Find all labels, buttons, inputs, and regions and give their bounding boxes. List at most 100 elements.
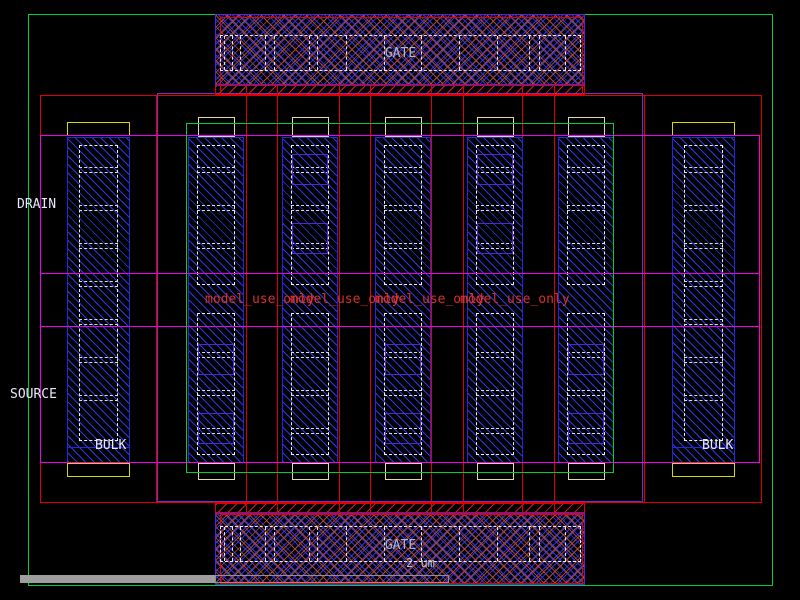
contact-row-line (197, 390, 235, 391)
contact-row-line (79, 248, 118, 249)
implant-bracket-bottom (67, 463, 130, 477)
pad-contact-divider (232, 527, 233, 561)
contact-row-line (476, 433, 514, 434)
via-rect (385, 344, 421, 375)
metal-finger-bar (672, 137, 735, 463)
contact-row-line (567, 357, 605, 358)
pad-contact-divider (539, 527, 540, 561)
pad-contact-divider (384, 527, 385, 561)
pad-contact-divider (529, 36, 530, 70)
poly-gate-finger-line (554, 85, 555, 513)
ruler-scale-label: 2 um (406, 556, 435, 570)
contact-row-line (684, 357, 723, 358)
contact-array-upper (476, 145, 514, 285)
pad-contact-divider (346, 527, 347, 561)
contact-row-line (384, 167, 422, 168)
contact-row-line (476, 352, 514, 353)
contact-row-line (684, 210, 723, 211)
contact-row-line (476, 210, 514, 211)
pad-contact-divider (497, 527, 498, 561)
contact-row-line (476, 172, 514, 173)
well-bracket-top (477, 117, 514, 137)
contact-row-line (79, 243, 118, 244)
contact-row-line (197, 210, 235, 211)
pad-contact-divider (421, 36, 422, 70)
gate-pad-top: GATE (215, 14, 585, 96)
contact-row-line (684, 248, 723, 249)
pad-contact-divider (459, 36, 460, 70)
contact-row-line (197, 248, 235, 249)
contact-row-line (197, 167, 235, 168)
contact-row-line (197, 395, 235, 396)
contact-row-line (291, 428, 329, 429)
pad-contact-divider (317, 36, 318, 70)
well-bracket-top (292, 117, 329, 137)
poly-gate-finger-line (339, 85, 340, 513)
contact-row-line (476, 357, 514, 358)
well-bracket-top (385, 117, 422, 137)
contact-row-line (79, 167, 118, 168)
contact-row-line (384, 390, 422, 391)
contact-row-line (197, 352, 235, 353)
contact-row-line (684, 167, 723, 168)
gate-pad-bottom-poly-strip (215, 503, 585, 513)
pad-contact-divider (459, 527, 460, 561)
contact-row-line (684, 400, 723, 401)
contact-row-line (684, 205, 723, 206)
source-label: SOURCE (10, 387, 57, 402)
contact-array-lower (197, 313, 235, 455)
watermark-text: model_use_only (205, 292, 315, 307)
contact-row-line (384, 172, 422, 173)
pad-contact-divider (224, 527, 225, 561)
metal2-mid-rail-upper (40, 273, 760, 274)
metal2-bus-region (40, 135, 760, 463)
contact-row-line (79, 286, 118, 287)
well-bracket-top (198, 117, 235, 137)
contact-array-lower (476, 313, 514, 455)
red-frame-divider-left (156, 95, 157, 503)
well-bracket-bottom (198, 463, 235, 480)
contact-row-line (291, 167, 329, 168)
contact-row-line (684, 324, 723, 325)
pad-contact-divider (274, 36, 275, 70)
contact-row-line (79, 319, 118, 320)
contact-row-line (291, 395, 329, 396)
contact-row-line (384, 352, 422, 353)
pad-contact-divider (346, 36, 347, 70)
pad-contact-divider (384, 36, 385, 70)
ruler-bar-outline (215, 575, 449, 583)
contact-row-line (79, 281, 118, 282)
pad-contact-divider (421, 527, 422, 561)
contact-row-line (476, 248, 514, 249)
contact-row-line (384, 395, 422, 396)
contact-row-line (684, 243, 723, 244)
contact-row-line (476, 205, 514, 206)
pad-contact-divider (565, 36, 566, 70)
contact-row-line (197, 172, 235, 173)
pad-contact-divider (539, 36, 540, 70)
via-rect (568, 413, 604, 444)
contact-row-line (684, 362, 723, 363)
watermark-text: model_use_only (290, 292, 400, 307)
contact-array-lower (567, 313, 605, 455)
contact-row-line (291, 243, 329, 244)
contact-row-line (197, 243, 235, 244)
poly-gate-finger-line (370, 85, 371, 513)
contact-row-line (476, 390, 514, 391)
contact-row-line (384, 357, 422, 358)
implant-bracket-top (67, 122, 130, 136)
pad-contact-divider (274, 527, 275, 561)
well-bracket-bottom (385, 463, 422, 480)
well-bracket-top (568, 117, 605, 137)
contact-array-lower (384, 313, 422, 455)
well-bracket-bottom (292, 463, 329, 480)
contact-row-line (384, 243, 422, 244)
active-area-outline (186, 123, 614, 473)
pad-contact-divider (529, 527, 530, 561)
pad-contact-divider (240, 527, 241, 561)
poly-gate-finger-line (463, 85, 464, 513)
contact-row-line (291, 210, 329, 211)
contact-row-line (567, 205, 605, 206)
pad-contact-divider (309, 36, 310, 70)
